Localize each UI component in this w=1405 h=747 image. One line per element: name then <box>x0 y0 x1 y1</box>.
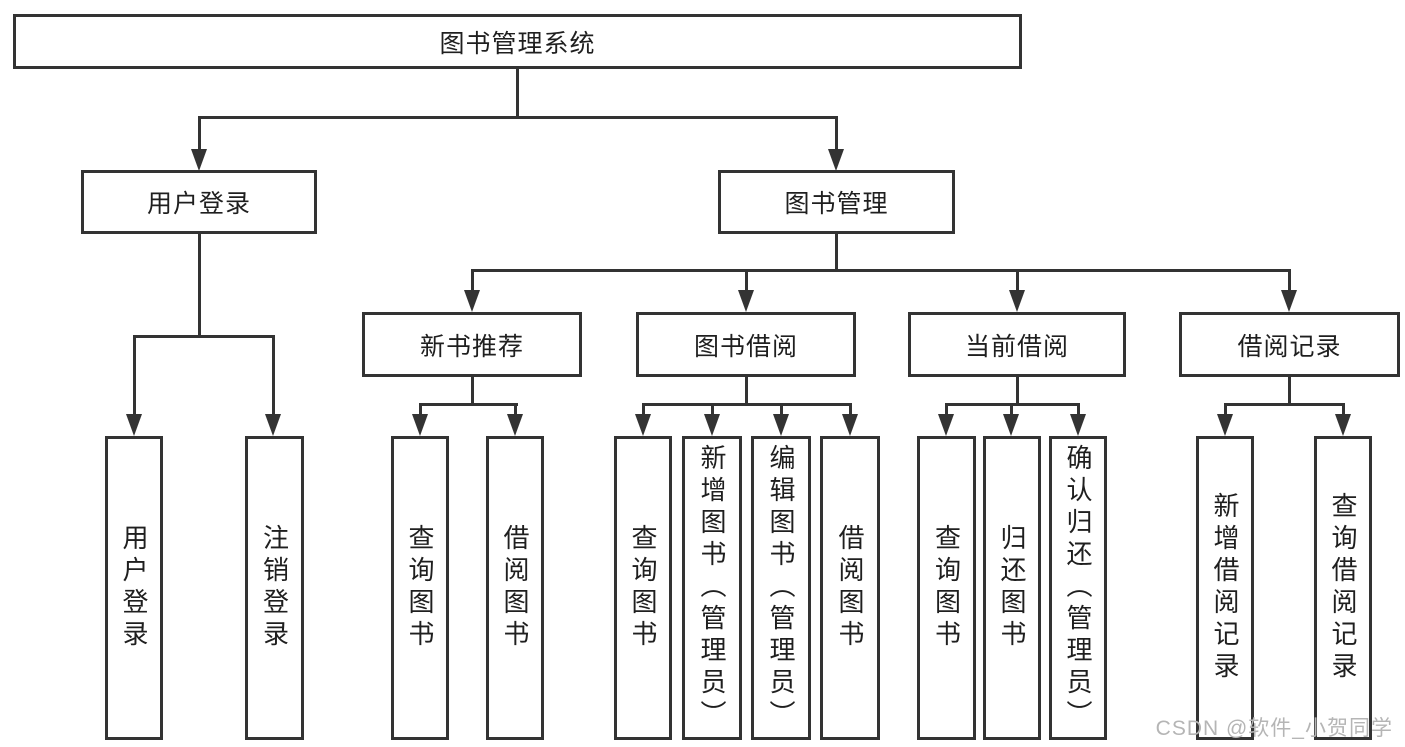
node-label: 查询图书 <box>931 524 962 652</box>
connector-vline <box>945 403 948 416</box>
node-label: 用户登录 <box>119 524 149 652</box>
connector-vline <box>198 234 201 338</box>
node-label: 查询图书 <box>405 524 435 652</box>
node-leaf-borrow-books: 借阅图书 <box>486 436 544 740</box>
connector-vline <box>849 403 852 416</box>
connector-vline <box>1288 377 1291 406</box>
node-label: 归还图书 <box>997 524 1027 652</box>
node-label: 注销登录 <box>259 524 290 652</box>
arrow-down-icon <box>126 414 142 436</box>
arrow-down-icon <box>738 290 754 312</box>
arrow-down-icon <box>464 290 480 312</box>
arrow-down-icon <box>265 414 281 436</box>
connector-vline <box>1016 269 1019 292</box>
arrow-down-icon <box>828 149 844 171</box>
arrow-down-icon <box>1009 290 1025 312</box>
node-label: 图书借阅 <box>693 332 798 361</box>
connector-hline <box>419 403 518 406</box>
connector-hline <box>133 335 275 338</box>
connector-hline <box>1224 403 1345 406</box>
arrow-down-icon <box>938 414 954 436</box>
node-leaf-return-books: 归还图书 <box>983 436 1041 740</box>
node-leaf-query-borrow-record: 查询借阅记录 <box>1314 436 1372 740</box>
node-label: 借阅图书 <box>835 524 865 652</box>
connector-vline <box>1224 403 1227 416</box>
node-book-borrow: 图书借阅 <box>636 312 856 377</box>
node-label: 确认归还（管理员） <box>1063 444 1093 732</box>
node-leaf-edit-books-admin: 编辑图书（管理员） <box>751 436 811 740</box>
node-current-borrow: 当前借阅 <box>908 312 1126 377</box>
connector-hline <box>642 403 852 406</box>
connector-vline <box>272 335 275 415</box>
node-leaf-add-books-admin: 新增图书（管理员） <box>682 436 742 740</box>
connector-vline <box>711 403 714 416</box>
node-label: 查询图书 <box>628 524 658 652</box>
node-borrow-records: 借阅记录 <box>1179 312 1400 377</box>
node-leaf-confirm-return-admin: 确认归还（管理员） <box>1049 436 1107 740</box>
arrow-down-icon <box>1217 414 1233 436</box>
node-leaf-query-books: 查询图书 <box>391 436 449 740</box>
connector-vline <box>642 403 645 416</box>
connector-vline <box>471 269 474 292</box>
node-leaf-query-books: 查询图书 <box>917 436 976 740</box>
connector-vline <box>516 68 519 119</box>
arrow-down-icon <box>635 414 651 436</box>
node-label: 当前借阅 <box>964 332 1069 361</box>
node-label: 图书管理 <box>784 190 889 218</box>
connector-hline <box>471 269 1291 272</box>
connector-vline <box>835 234 838 272</box>
node-label: 编辑图书（管理员） <box>766 444 796 732</box>
connector-vline <box>835 116 838 150</box>
connector-vline <box>133 335 136 415</box>
arrow-down-icon <box>191 149 207 171</box>
connector-hline <box>198 116 838 119</box>
arrow-down-icon <box>773 414 789 436</box>
node-new-book-recommend: 新书推荐 <box>362 312 582 377</box>
node-leaf-user-login: 用户登录 <box>105 436 163 740</box>
node-user-login-branch: 用户登录 <box>81 170 317 234</box>
arrow-down-icon <box>842 414 858 436</box>
connector-vline <box>198 116 201 150</box>
connector-vline <box>1342 403 1345 416</box>
node-label: 用户登录 <box>146 190 251 218</box>
arrow-down-icon <box>1281 290 1297 312</box>
node-leaf-logout: 注销登录 <box>245 436 304 740</box>
arrow-down-icon <box>507 414 523 436</box>
connector-vline <box>419 403 422 416</box>
connector-vline <box>471 377 474 406</box>
connector-vline <box>1010 403 1013 416</box>
node-label: 新增图书（管理员） <box>697 444 727 732</box>
node-label: 新书推荐 <box>419 332 524 361</box>
arrow-down-icon <box>412 414 428 436</box>
arrow-down-icon <box>704 414 720 436</box>
node-label: 新增借阅记录 <box>1210 492 1240 684</box>
connector-vline <box>1016 377 1019 406</box>
arrow-down-icon <box>1070 414 1086 436</box>
arrow-down-icon <box>1003 414 1019 436</box>
connector-vline <box>1288 269 1291 292</box>
node-leaf-borrow-books: 借阅图书 <box>820 436 880 740</box>
arrow-down-icon <box>1335 414 1351 436</box>
csdn-watermark: CSDN @软件_小贺同学 <box>1155 717 1393 740</box>
node-label: 借阅图书 <box>500 524 530 652</box>
connector-vline <box>1077 403 1080 416</box>
node-leaf-query-books: 查询图书 <box>614 436 672 740</box>
node-book-management-branch: 图书管理 <box>718 170 955 234</box>
node-label: 借阅记录 <box>1237 332 1342 361</box>
connector-vline <box>745 269 748 292</box>
connector-vline <box>780 403 783 416</box>
node-leaf-add-borrow-record: 新增借阅记录 <box>1196 436 1254 740</box>
node-root-label: 图书管理系统 <box>439 29 596 58</box>
node-label: 查询借阅记录 <box>1328 492 1358 684</box>
connector-vline <box>514 403 517 416</box>
connector-vline <box>745 377 748 406</box>
node-root: 图书管理系统 <box>13 14 1022 69</box>
